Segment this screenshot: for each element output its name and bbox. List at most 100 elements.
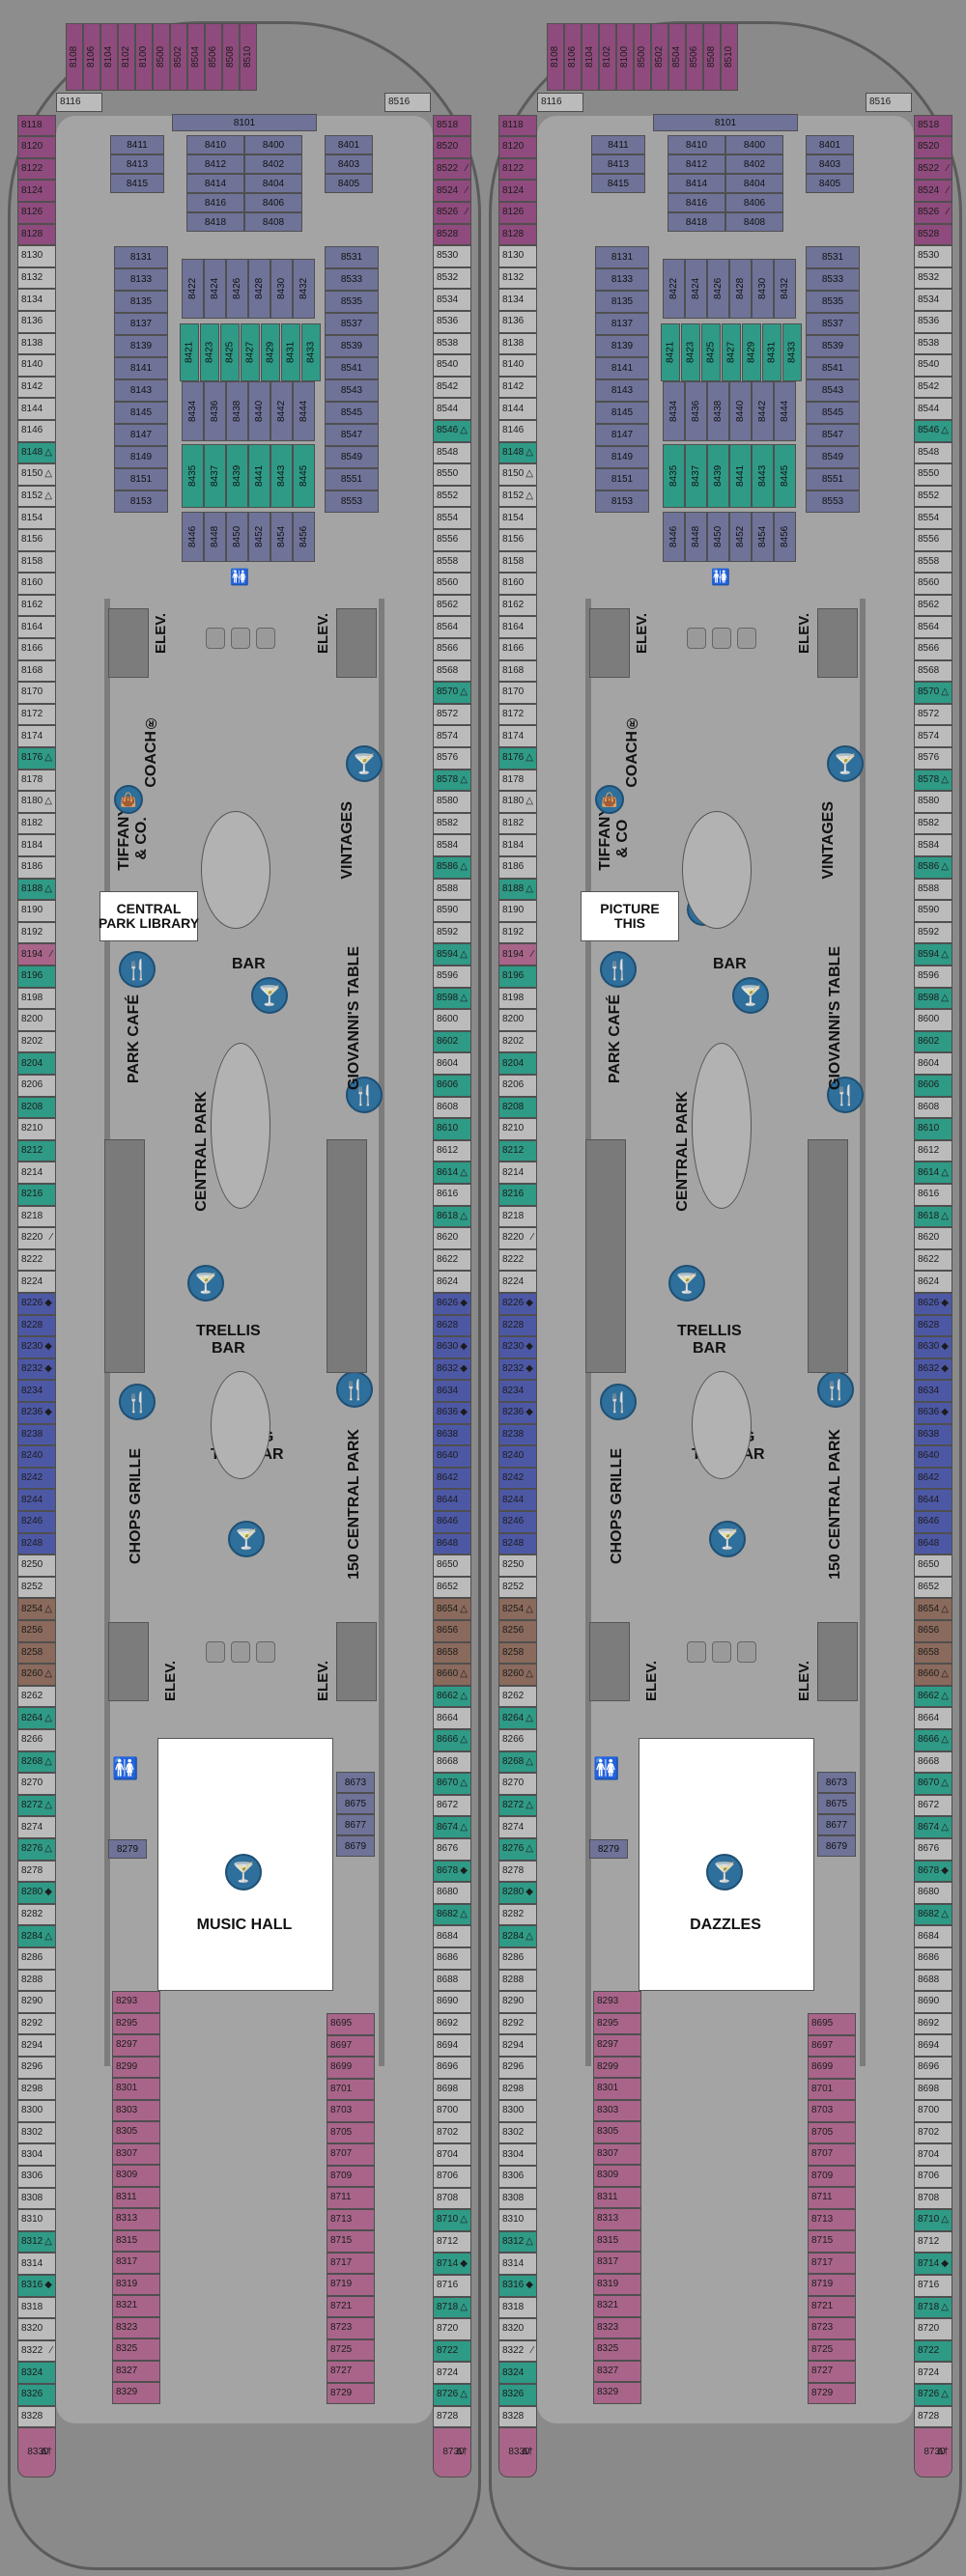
cabin-8236[interactable]: 8236◆	[498, 1402, 537, 1424]
cabin-8686[interactable]: 8686	[433, 1947, 471, 1970]
cabin-8423[interactable]: 8423	[681, 323, 700, 381]
cabin-8729[interactable]: 8729	[327, 2382, 375, 2404]
cabin-8450[interactable]: 8450	[226, 512, 248, 562]
cabin-8544[interactable]: 8544	[433, 398, 471, 420]
cabin-8582[interactable]: 8582	[433, 812, 471, 835]
cabin-8319[interactable]: 8319	[593, 2273, 641, 2295]
cabin-8520[interactable]: 8520	[914, 136, 952, 158]
cabin-8206[interactable]: 8206	[498, 1075, 537, 1097]
cabin-8248[interactable]: 8248	[17, 1532, 56, 1555]
cabin-8433[interactable]: 8433	[301, 323, 321, 381]
cabin-8250[interactable]: 8250	[17, 1554, 56, 1577]
cabin-8445[interactable]: 8445	[293, 444, 315, 508]
cabin-8554[interactable]: 8554	[914, 507, 952, 529]
cabin-8416[interactable]: 8416	[668, 193, 725, 212]
cabin-8131[interactable]: 8131	[114, 246, 168, 268]
cabin-8701[interactable]: 8701	[808, 2078, 856, 2100]
cabin-8721[interactable]: 8721	[808, 2295, 856, 2317]
cabin-8724[interactable]: 8724	[433, 2362, 471, 2384]
cabin-8586[interactable]: 8586△	[914, 856, 952, 879]
cabin-8688[interactable]: 8688	[914, 1969, 952, 1992]
cabin-8204[interactable]: 8204	[17, 1052, 56, 1075]
cabin-8415[interactable]: 8415	[110, 174, 164, 193]
cabin-8214[interactable]: 8214	[17, 1162, 56, 1184]
cabin-8430[interactable]: 8430	[270, 259, 293, 319]
cabin-8188[interactable]: 8188△	[498, 878, 537, 901]
cabin-8276[interactable]: 8276△	[498, 1838, 537, 1861]
cabin-8320[interactable]: 8320	[498, 2318, 537, 2340]
cabin-8272[interactable]: 8272△	[17, 1794, 56, 1817]
cabin-8312[interactable]: 8312△	[17, 2230, 56, 2254]
cabin-8299[interactable]: 8299	[593, 2056, 641, 2078]
cabin-8200[interactable]: 8200	[17, 1009, 56, 1031]
cabin-8556[interactable]: 8556	[914, 529, 952, 551]
cabin-8153[interactable]: 8153	[595, 490, 649, 513]
cabin-8604[interactable]: 8604	[433, 1052, 471, 1075]
cabin-8554[interactable]: 8554	[433, 507, 471, 529]
cabin-8553[interactable]: 8553	[806, 490, 860, 513]
cabin-8677[interactable]: 8677	[817, 1814, 856, 1835]
cabin-8270[interactable]: 8270	[17, 1773, 56, 1795]
cabin-8238[interactable]: 8238	[17, 1423, 56, 1446]
cabin-8137[interactable]: 8137	[114, 313, 168, 335]
cabin-8537[interactable]: 8537	[806, 313, 860, 335]
cabin-8628[interactable]: 8628	[433, 1314, 471, 1337]
cabin-8570[interactable]: 8570△	[914, 682, 952, 704]
cabin-8421[interactable]: 8421	[180, 323, 199, 381]
cabin-8727[interactable]: 8727	[327, 2361, 375, 2383]
cabin-8723[interactable]: 8723	[808, 2317, 856, 2339]
cabin-8218[interactable]: 8218	[17, 1205, 56, 1228]
cabin-8634[interactable]: 8634	[914, 1380, 952, 1402]
cabin-8258[interactable]: 8258	[17, 1641, 56, 1665]
cabin-8431[interactable]: 8431	[281, 323, 300, 381]
cabin-8439[interactable]: 8439	[226, 444, 248, 508]
cabin-8194[interactable]: 8194⁄	[498, 943, 537, 966]
cabin-8428[interactable]: 8428	[729, 259, 752, 319]
cabin-8182[interactable]: 8182	[498, 812, 537, 835]
cabin-8200[interactable]: 8200	[498, 1009, 537, 1031]
cabin-8642[interactable]: 8642	[433, 1467, 471, 1490]
cabin-8697[interactable]: 8697	[327, 2034, 375, 2057]
cabin-8228[interactable]: 8228	[498, 1314, 537, 1337]
cabin-8130[interactable]: 8130	[498, 245, 537, 267]
cabin-8297[interactable]: 8297	[593, 2034, 641, 2057]
cabin-8666[interactable]: 8666△	[914, 1729, 952, 1751]
cabin-8704[interactable]: 8704	[914, 2143, 952, 2166]
cabin-8144[interactable]: 8144	[17, 398, 56, 420]
cabin-8266[interactable]: 8266	[498, 1729, 537, 1751]
cabin-8104[interactable]: 8104	[100, 23, 118, 91]
cabin-8664[interactable]: 8664	[433, 1707, 471, 1729]
cabin-8321[interactable]: 8321	[112, 2295, 160, 2317]
cabin-8540[interactable]: 8540	[433, 354, 471, 377]
cabin-8600[interactable]: 8600	[914, 1009, 952, 1031]
cabin-8295[interactable]: 8295	[593, 2012, 641, 2034]
cabin-8545[interactable]: 8545	[325, 402, 379, 424]
cabin-8576[interactable]: 8576	[433, 747, 471, 770]
cabin-8534[interactable]: 8534	[433, 289, 471, 311]
cabin-8726[interactable]: 8726△	[433, 2384, 471, 2406]
cabin-8690[interactable]: 8690	[433, 1991, 471, 2013]
cabin-8307[interactable]: 8307	[593, 2142, 641, 2165]
cabin-8430[interactable]: 8430	[752, 259, 774, 319]
cabin-8549[interactable]: 8549	[325, 446, 379, 468]
cabin-8596[interactable]: 8596	[914, 966, 952, 988]
cabin-8622[interactable]: 8622	[433, 1248, 471, 1272]
cabin-8224[interactable]: 8224	[17, 1271, 56, 1293]
cabin-8411[interactable]: 8411	[591, 135, 645, 154]
cabin-8324[interactable]: 8324	[17, 2362, 56, 2384]
cabin-8437[interactable]: 8437	[204, 444, 226, 508]
cabin-8174[interactable]: 8174	[498, 725, 537, 747]
cabin-8118[interactable]: 8118	[17, 114, 56, 137]
cabin-8131[interactable]: 8131	[595, 246, 649, 268]
cabin-8276[interactable]: 8276△	[17, 1838, 56, 1861]
cabin-8606[interactable]: 8606	[433, 1075, 471, 1097]
cabin-8240[interactable]: 8240	[498, 1445, 537, 1468]
cabin-8246[interactable]: 8246	[498, 1511, 537, 1533]
cabin-8539[interactable]: 8539	[806, 335, 860, 357]
cabin-8198[interactable]: 8198	[498, 987, 537, 1010]
cabin-8413[interactable]: 8413	[110, 154, 164, 174]
cabin-8160[interactable]: 8160	[17, 573, 56, 595]
cabin-8190[interactable]: 8190	[17, 900, 56, 922]
cabin-8695[interactable]: 8695	[327, 2013, 375, 2035]
cabin-8707[interactable]: 8707	[327, 2143, 375, 2166]
